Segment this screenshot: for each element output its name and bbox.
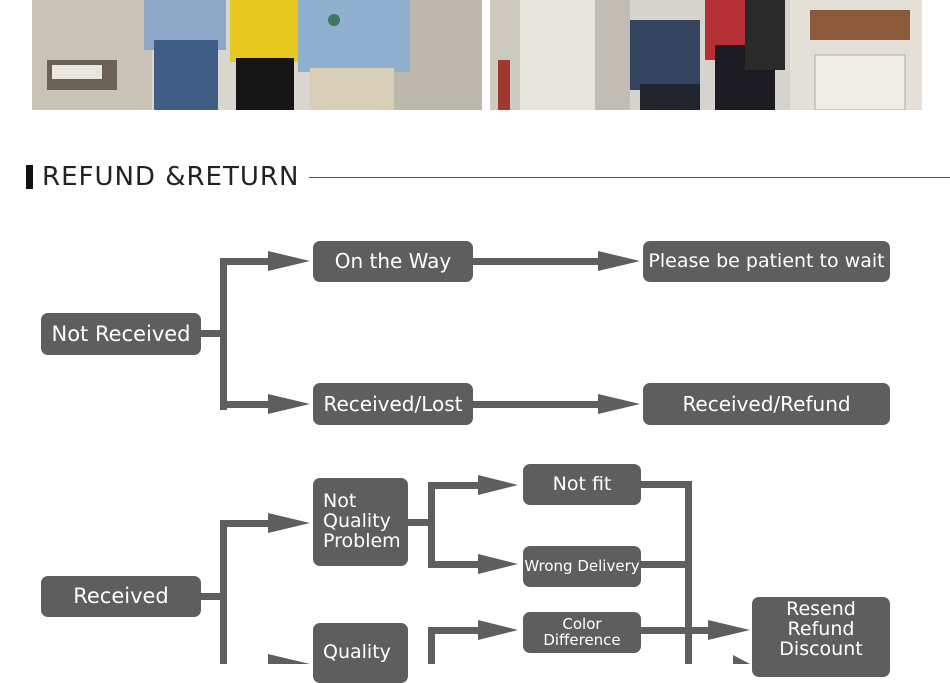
arrowhead-quality [268,654,310,664]
connector-not-received-stem [200,330,224,337]
connector-received-vertical [220,520,227,664]
connector-to-not-quality [220,520,270,527]
node-please-be-patient: Please be patient to wait [643,241,890,282]
node-please-be-patient-label: Please be patient to wait [648,249,885,272]
connector-to-wrong-delivery [428,561,480,568]
connector-to-color-difference [428,627,480,634]
connector-to-on-the-way [220,258,270,265]
node-color-difference: Color Difference [523,612,641,653]
connector-lost-to-refund [472,401,602,408]
refund-return-flowchart: Not Received On the Way Please be patien… [41,241,890,683]
node-not-received-label: Not Received [51,321,191,346]
connector-not-quality-vertical [428,482,435,567]
connector-not-received-vertical [220,258,227,410]
trade-show-photo-left [32,0,482,110]
arrowhead-not-fit [478,475,518,495]
arrowhead-on-the-way [268,251,310,271]
flow-connectors [200,251,750,664]
node-resend-refund-discount-label: Resend Refund Discount [779,598,863,660]
arrowhead-resend-lower [733,655,750,664]
arrowhead-resend [708,620,750,640]
node-wrong-delivery-label: Wrong Delivery [524,556,640,575]
node-resend-refund-discount: Resend Refund Discount [752,597,890,677]
node-wrong-delivery: Wrong Delivery [523,546,641,587]
section-title: REFUND &RETURN [42,162,300,192]
arrowhead-patient [598,251,640,271]
connector-on-the-way-to-patient [472,258,602,265]
section-title-bar [26,165,33,189]
section-divider [309,177,950,178]
section-header: REFUND &RETURN [26,160,950,194]
node-received-refund: Received/Refund [643,383,890,425]
connector-to-not-fit [428,482,480,489]
node-received-lost: Received/Lost [313,383,473,425]
arrowhead-not-quality [268,513,310,533]
arrowhead-wrong-delivery [478,554,518,574]
node-color-difference-label: Color Difference [543,614,621,649]
node-received-lost-label: Received/Lost [323,391,463,416]
connector-color-to-resend [640,627,712,634]
arrowhead-received-refund [598,394,640,414]
node-received-label: Received [73,584,169,609]
arrowhead-color-difference [478,620,518,640]
node-received: Received [41,576,201,617]
node-not-received: Not Received [41,313,201,355]
connector-received-stem [200,593,224,600]
connector-collector-vertical [685,481,692,664]
arrowhead-received-lost [268,394,310,414]
trade-show-photo-right [490,0,922,110]
connector-quality-vertical [428,627,435,664]
node-on-the-way: On the Way [313,241,473,282]
connector-wrong-delivery-right [640,561,692,568]
node-quality: Quality [313,623,408,683]
connector-not-fit-right [640,481,692,488]
node-received-refund-label: Received/Refund [682,391,851,416]
node-not-fit-label: Not fit [552,472,612,495]
node-quality-label: Quality [323,641,391,663]
node-not-quality-problem-label: Not Quality Problem [323,490,401,552]
node-not-fit: Not fit [523,464,641,505]
node-on-the-way-label: On the Way [334,249,452,273]
connector-not-quality-stem [407,519,431,526]
connector-to-received-lost [220,401,270,408]
node-not-quality-problem: Not Quality Problem [313,478,408,566]
